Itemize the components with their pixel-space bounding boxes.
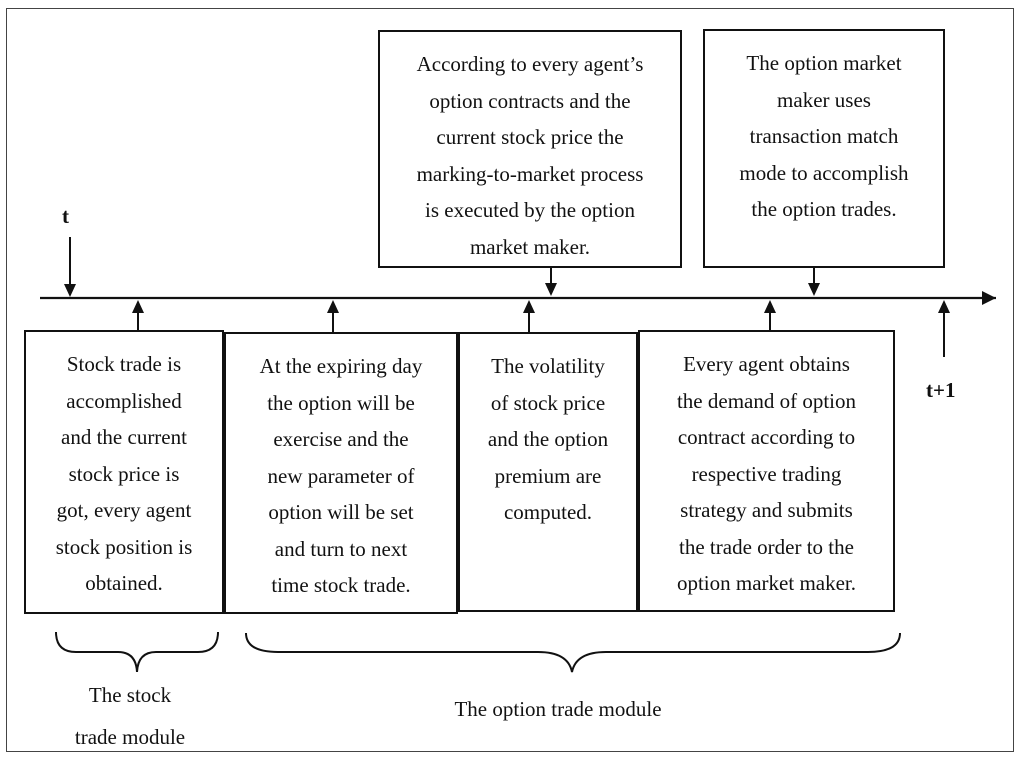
agent-demand-text: Every agent obtains the demand of option… [676,352,857,595]
option-module-label: The option trade module [454,697,662,721]
stock-module-label: The stock trade module [74,683,186,749]
top1-down-arrow [545,283,557,296]
box2-up-arrow [327,300,339,313]
transaction-match-text: The option market maker uses transaction… [739,51,909,221]
diagram-frame [6,8,1014,752]
volatility-text: The volatility of stock price and the op… [487,354,609,524]
transaction-match-box: The option market maker uses transaction… [703,29,945,268]
time-t-label: t [62,204,69,228]
agent-demand-box: Every agent obtains the demand of option… [638,330,895,612]
box4-up-arrow [764,300,776,313]
option-exercise-box: At the expiring day the option will be e… [224,332,458,614]
marking-to-market-text: According to every agent’s option contra… [416,52,644,259]
stock-trade-text: Stock trade is accomplished and the curr… [55,352,193,595]
volatility-box: The volatility of stock price and the op… [458,332,638,612]
timeline-arrowhead [982,291,996,305]
stock-module-brace [55,631,219,673]
stock-trade-box: Stock trade is accomplished and the curr… [24,330,224,614]
box3-up-arrow [523,300,535,313]
box1-up-arrow [132,300,144,313]
time-t-plus-1-label: t+1 [926,378,956,402]
marking-to-market-box: According to every agent’s option contra… [378,30,682,268]
top2-down-arrow [808,283,820,296]
option-module-brace [245,632,901,673]
option-exercise-text: At the expiring day the option will be e… [259,354,423,597]
